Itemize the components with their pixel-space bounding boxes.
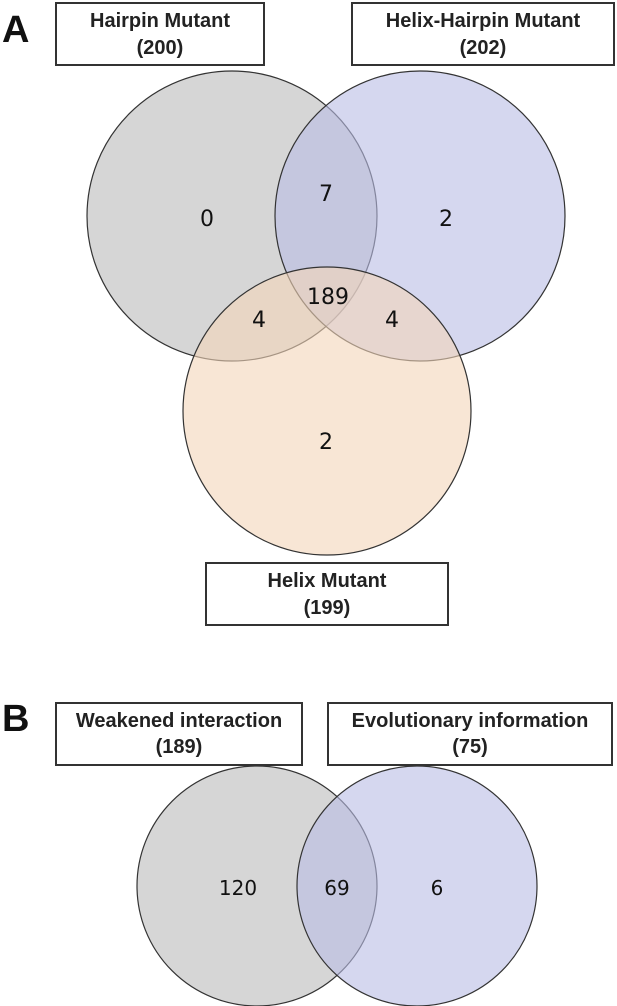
region-weakened-evolutionary: 69 xyxy=(324,876,349,900)
helix-mutant-label: Helix Mutant xyxy=(268,570,387,592)
helix-mutant-label-box xyxy=(205,562,449,626)
evolutionary-information-circle xyxy=(296,765,538,1006)
helix-hairpin-mutant-label: Helix-Hairpin Mutant xyxy=(386,10,581,32)
region-helix-hairpin-helix: 4 xyxy=(385,308,399,333)
helix-hairpin-mutant-label-box xyxy=(351,2,615,66)
evolutionary-information-label-box xyxy=(327,702,613,766)
hairpin-mutant-label: Hairpin Mutant xyxy=(90,10,230,32)
hairpin-mutant-total: (200) xyxy=(137,37,184,59)
region-all-three: 189 xyxy=(307,285,349,310)
evolutionary-information-total: (75) xyxy=(452,736,488,758)
panel-b-letter: B xyxy=(2,698,29,740)
region-helix-hairpin-only: 2 xyxy=(439,207,453,232)
weakened-interaction-label-box xyxy=(55,702,303,766)
region-hairpin-only: 0 xyxy=(200,207,214,232)
hairpin-mutant-label-box xyxy=(55,2,265,66)
region-hairpin-helix: 4 xyxy=(252,308,266,333)
helix-hairpin-mutant-total: (202) xyxy=(460,37,507,59)
region-evolutionary-only: 6 xyxy=(431,876,444,900)
weakened-interaction-label: Weakened interaction xyxy=(76,710,282,732)
region-hairpin-helix-hairpin: 7 xyxy=(319,182,333,207)
helix-mutant-circle xyxy=(182,266,472,556)
weakened-interaction-total: (189) xyxy=(156,736,203,758)
region-helix-only: 2 xyxy=(319,430,333,455)
helix-mutant-total: (199) xyxy=(304,597,351,619)
panel-a-letter: A xyxy=(2,9,29,51)
evolutionary-information-label: Evolutionary information xyxy=(352,710,589,732)
region-weakened-only: 120 xyxy=(219,876,257,900)
